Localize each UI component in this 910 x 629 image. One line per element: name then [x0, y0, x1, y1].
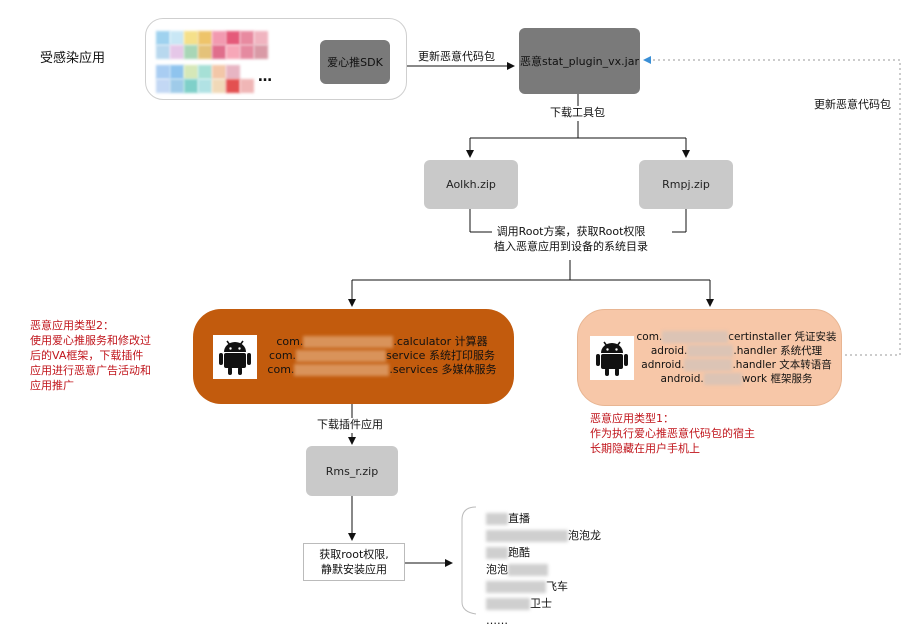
root-label: 调用Root方案，获取Root权限 植入恶意应用到设备的系统目录 [492, 225, 650, 255]
type1-title: 恶意应用类型1： [590, 412, 674, 425]
android-icon [590, 336, 634, 380]
installed-app-item: 飞车 [486, 578, 601, 595]
type2-desc-line: 应用推广 [30, 379, 74, 392]
type1-app-list: com.certinstaller 凭证安装 adroid..handler 系… [634, 330, 839, 386]
type1-desc-line: 作为执行爱心推恶意代码包的宿主 [590, 427, 755, 440]
installed-app-item: 卫士 [486, 595, 601, 612]
type1-annotation: 恶意应用类型1： 作为执行爱心推恶意代码包的宿主 长期隐藏在用户手机上 [590, 411, 755, 456]
ellipsis: … [258, 69, 272, 85]
type2-desc-line: 使用爱心推服务和修改过 [30, 334, 151, 347]
android-icon [213, 335, 257, 379]
installed-app-item: …… [486, 614, 508, 627]
type2-title: 恶意应用类型2： [30, 319, 114, 332]
type1-app-item: adnroid..handler 文本转语音 [641, 359, 832, 371]
type2-apps-box: com..calculator 计算器 com.service 系统打印服务 c… [193, 309, 514, 404]
type1-apps-box: com.certinstaller 凭证安装 adroid..handler 系… [577, 309, 842, 406]
silent-install-box: 获取root权限, 静默安装应用 [303, 543, 405, 581]
root-label-line1: 调用Root方案，获取Root权限 [496, 225, 646, 238]
edge-label-download-plugin: 下载插件应用 [317, 418, 383, 433]
aolkh-zip-box: Aolkh.zip [424, 160, 518, 209]
root-label-line2: 植入恶意应用到设备的系统目录 [494, 239, 648, 253]
install-line2: 静默安装应用 [321, 563, 387, 576]
infected-apps-title: 受感染应用 [40, 51, 106, 66]
installed-app-item: 跑酷 [486, 544, 601, 561]
installed-app-item: 泡泡龙 [486, 527, 601, 544]
edge-label-update-payload-right: 更新恶意代码包 [814, 98, 891, 113]
type2-app-item: com.service 系统打印服务 [269, 349, 495, 362]
installed-apps-list: 直播 泡泡龙 跑酷 泡泡 飞车 卫士 …… [486, 510, 601, 629]
type1-app-item: com.certinstaller 凭证安装 [636, 331, 837, 343]
type2-app-item: com..services 多媒体服务 [267, 363, 497, 376]
type1-app-item: android.work 框架服务 [660, 373, 813, 385]
malicious-jar-box: 恶意stat_plugin_vx.jar [519, 28, 640, 94]
type2-desc-line: 后的VA框架，下载插件 [30, 349, 144, 362]
type2-desc-line: 应用进行恶意广告活动和 [30, 364, 151, 377]
edge-type1-feedback [643, 56, 901, 356]
type2-app-item: com..calculator 计算器 [276, 335, 488, 348]
rms-zip-box: Rms_r.zip [306, 446, 398, 496]
type2-annotation: 恶意应用类型2： 使用爱心推服务和修改过 后的VA框架，下载插件 应用进行恶意广… [30, 318, 151, 393]
type1-app-item: adroid..handler 系统代理 [650, 345, 823, 357]
installed-app-item: 直播 [486, 510, 601, 527]
rmpj-zip-box: Rmpj.zip [639, 160, 733, 209]
infected-apps-panel: … 爱心推SDK [145, 18, 407, 100]
edge-label-download-tools: 下载工具包 [550, 106, 605, 121]
install-line1: 获取root权限, [319, 548, 389, 561]
list-bracket [461, 506, 477, 615]
installed-app-item: 泡泡 [486, 561, 601, 578]
type2-app-list: com..calculator 计算器 com.service 系统打印服务 c… [257, 335, 507, 377]
edge-label-update-payload: 更新恶意代码包 [418, 50, 495, 65]
sdk-box: 爱心推SDK [320, 40, 390, 84]
type1-desc-line: 长期隐藏在用户手机上 [590, 442, 700, 455]
